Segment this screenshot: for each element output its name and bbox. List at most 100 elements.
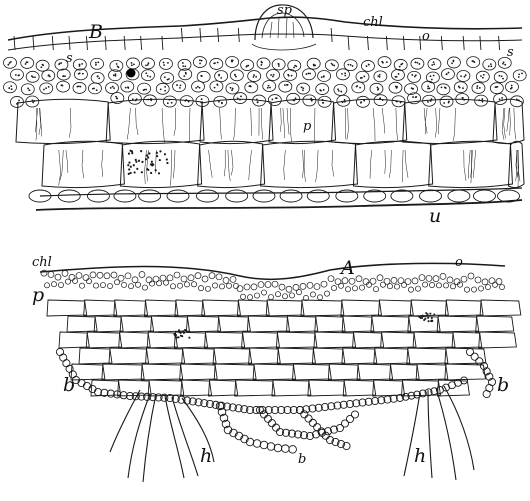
a-parenchyma-cell bbox=[253, 364, 295, 380]
chloroplast-dot bbox=[145, 72, 147, 74]
a-parenchyma-cell bbox=[205, 332, 245, 348]
cell-striation bbox=[504, 108, 506, 139]
chloroplast-dot bbox=[503, 61, 505, 63]
stipple-dot bbox=[166, 159, 167, 160]
chlorophyll-cell bbox=[316, 84, 329, 95]
chloroplast-dot bbox=[64, 75, 66, 77]
chloroplast-dot bbox=[341, 73, 343, 75]
chloroplast-dot bbox=[182, 62, 184, 64]
a-parenchyma-cell bbox=[410, 300, 448, 316]
cell-striation bbox=[280, 108, 281, 132]
a-parenchyma-cell bbox=[146, 348, 185, 364]
dark-cell-nucleus bbox=[127, 69, 136, 78]
a-chlorophyll-cell bbox=[331, 285, 336, 290]
chlorophyll-cell bbox=[210, 81, 223, 92]
chloroplast-dot bbox=[167, 62, 169, 64]
chloroplast-dot bbox=[43, 89, 45, 91]
bead-cell bbox=[83, 382, 90, 389]
chloroplast-dot bbox=[253, 76, 255, 78]
a-chlorophyll-cell bbox=[170, 284, 175, 289]
chloroplast-dot bbox=[401, 63, 403, 65]
label-u: u bbox=[429, 205, 441, 227]
a-chlorophyll-cell bbox=[394, 284, 399, 289]
chloroplast-dot bbox=[127, 87, 129, 89]
chlorophyll-cell bbox=[334, 84, 347, 95]
chloroplast-dot bbox=[427, 101, 429, 103]
a-parenchyma-cell bbox=[91, 380, 121, 396]
chloroplast-dot bbox=[131, 64, 133, 66]
panel-letter-a: A bbox=[339, 257, 355, 279]
a-chlorophyll-cell bbox=[345, 287, 350, 292]
chloroplast-dot bbox=[518, 73, 520, 75]
a-stipple-dot bbox=[178, 330, 179, 331]
cell-striation bbox=[136, 108, 139, 135]
chlorophyll-cell bbox=[356, 71, 369, 82]
bead-cell bbox=[274, 444, 282, 452]
chloroplast-dot bbox=[415, 74, 417, 76]
label-s-right: s bbox=[507, 45, 514, 60]
epidermis-wall bbox=[200, 28, 201, 42]
chloroplast-dot bbox=[148, 62, 150, 64]
a-stipple-dot bbox=[183, 332, 184, 333]
chloroplast-dot bbox=[448, 72, 450, 74]
a-chlorophyll-cell bbox=[97, 272, 103, 278]
a-parenchyma-cell bbox=[408, 316, 440, 332]
chlorophyll-cell bbox=[467, 57, 480, 68]
chloroplast-dot bbox=[333, 65, 335, 67]
chloroplast-dot bbox=[311, 100, 313, 102]
chloroplast-dot bbox=[18, 75, 20, 77]
a-chlorophyll-cell bbox=[489, 278, 495, 284]
chloroplast-dot bbox=[332, 64, 334, 66]
chloroplast-dot bbox=[58, 63, 60, 65]
a-chlorophyll-cell bbox=[436, 283, 441, 288]
a-parenchyma-cell bbox=[181, 380, 212, 396]
chloroplast-dot bbox=[497, 86, 499, 88]
chloroplast-dot bbox=[143, 89, 145, 91]
a-parenchyma-cell bbox=[277, 348, 315, 364]
chlorophyll-cell bbox=[374, 71, 387, 82]
bead-cell bbox=[260, 411, 267, 418]
epidermis-wall bbox=[86, 36, 87, 50]
stipple-dot bbox=[141, 172, 142, 173]
chlorophyll-cell bbox=[454, 82, 467, 93]
chloroplast-dot bbox=[112, 86, 114, 88]
section-b-illustration bbox=[4, 5, 527, 210]
chloroplast-dot bbox=[149, 76, 151, 78]
a-chlorophyll-cell bbox=[492, 282, 497, 287]
chlorophyll-cell bbox=[126, 58, 139, 69]
label-chl-b: chl bbox=[363, 15, 383, 30]
a-parenchyma-cell bbox=[71, 364, 105, 380]
a-parenchyma-cell bbox=[353, 332, 384, 348]
chloroplast-dot bbox=[433, 61, 435, 63]
a-chlorophyll-cell bbox=[233, 283, 238, 288]
a-chlorophyll-cell bbox=[496, 278, 502, 284]
epidermis-wall bbox=[181, 28, 182, 42]
a-chlorophyll-cell bbox=[100, 282, 105, 287]
cell-striation bbox=[69, 108, 71, 138]
a-stipple-dot bbox=[176, 337, 177, 338]
chloroplast-dot bbox=[115, 75, 117, 77]
chloroplast-dot bbox=[473, 61, 475, 63]
label-h-left: h bbox=[200, 445, 212, 467]
epidermis-wall bbox=[331, 28, 332, 42]
lower-cell bbox=[307, 190, 329, 202]
chloroplast-dot bbox=[27, 88, 29, 90]
chloroplast-dot bbox=[234, 74, 236, 76]
chloroplast-dot bbox=[98, 77, 100, 79]
a-stipple-dot bbox=[185, 330, 186, 331]
parenchyma-cell bbox=[42, 141, 124, 187]
a-parenchyma-cell bbox=[145, 300, 178, 316]
chloroplast-dot bbox=[483, 74, 485, 76]
chloroplast-dot bbox=[60, 62, 62, 64]
stipple-dot bbox=[133, 165, 134, 166]
lower-cell bbox=[196, 190, 218, 202]
a-parenchyma-cell bbox=[272, 380, 311, 396]
a-chlorophyll-cell bbox=[275, 292, 280, 297]
cell-striation bbox=[403, 150, 404, 182]
chloroplast-dot bbox=[511, 85, 513, 87]
chloroplast-dot bbox=[412, 96, 414, 98]
a-stipple-dot bbox=[174, 333, 175, 334]
cell-striation bbox=[382, 108, 385, 133]
chloroplast-dot bbox=[80, 86, 82, 88]
chloroplast-dot bbox=[97, 61, 99, 63]
